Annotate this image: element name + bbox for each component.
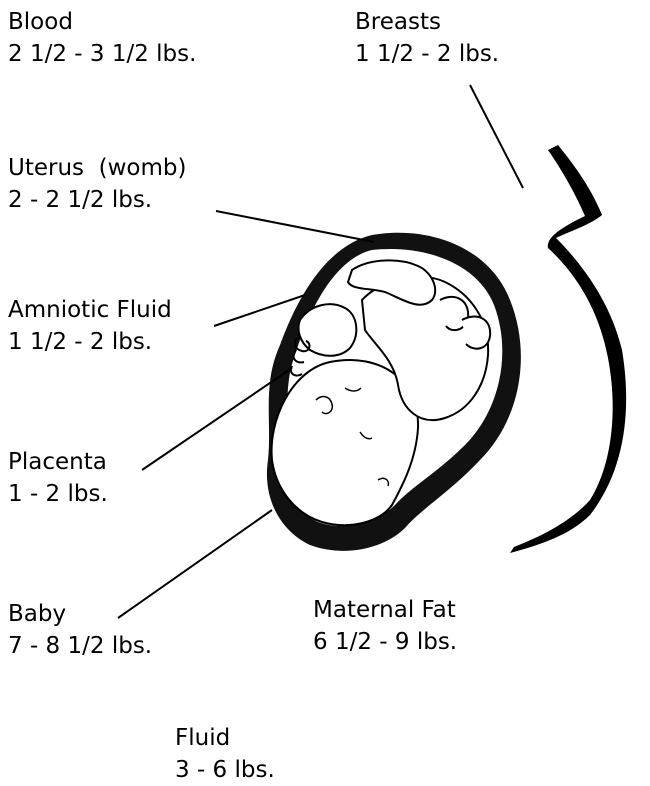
leader-line-uterus bbox=[216, 211, 374, 242]
maternal-fat-name: Maternal Fat bbox=[313, 594, 457, 626]
uterus-weight: 2 - 2 1/2 lbs. bbox=[8, 184, 186, 216]
baby-name: Baby bbox=[8, 598, 152, 630]
amniotic-name: Amniotic Fluid bbox=[8, 294, 172, 326]
maternal-fat-weight: 6 1/2 - 9 lbs. bbox=[313, 626, 457, 658]
baby-hand bbox=[462, 317, 490, 349]
baby-arm bbox=[298, 304, 356, 356]
uterus-name: Uterus (womb) bbox=[8, 152, 186, 184]
breasts-weight: 1 1/2 - 2 lbs. bbox=[355, 38, 499, 70]
placenta-weight: 1 - 2 lbs. bbox=[8, 478, 108, 510]
amniotic-weight: 1 1/2 - 2 lbs. bbox=[8, 326, 172, 358]
fluid-name: Fluid bbox=[175, 722, 275, 754]
label-placenta: Placenta 1 - 2 lbs. bbox=[8, 446, 108, 510]
label-amniotic-fluid: Amniotic Fluid 1 1/2 - 2 lbs. bbox=[8, 294, 172, 358]
label-fluid: Fluid 3 - 6 lbs. bbox=[175, 722, 275, 786]
fluid-weight: 3 - 6 lbs. bbox=[175, 754, 275, 786]
label-breasts: Breasts 1 1/2 - 2 lbs. bbox=[355, 6, 499, 70]
mother-silhouette bbox=[510, 145, 626, 553]
label-baby: Baby 7 - 8 1/2 lbs. bbox=[8, 598, 152, 662]
baby-weight: 7 - 8 1/2 lbs. bbox=[8, 630, 152, 662]
label-uterus: Uterus (womb) 2 - 2 1/2 lbs. bbox=[8, 152, 186, 216]
breasts-name: Breasts bbox=[355, 6, 499, 38]
blood-name: Blood bbox=[8, 6, 196, 38]
leader-line-breasts bbox=[470, 85, 523, 188]
label-maternal-fat: Maternal Fat 6 1/2 - 9 lbs. bbox=[313, 594, 457, 658]
label-blood: Blood 2 1/2 - 3 1/2 lbs. bbox=[8, 6, 196, 70]
blood-weight: 2 1/2 - 3 1/2 lbs. bbox=[8, 38, 196, 70]
placenta-name: Placenta bbox=[8, 446, 108, 478]
